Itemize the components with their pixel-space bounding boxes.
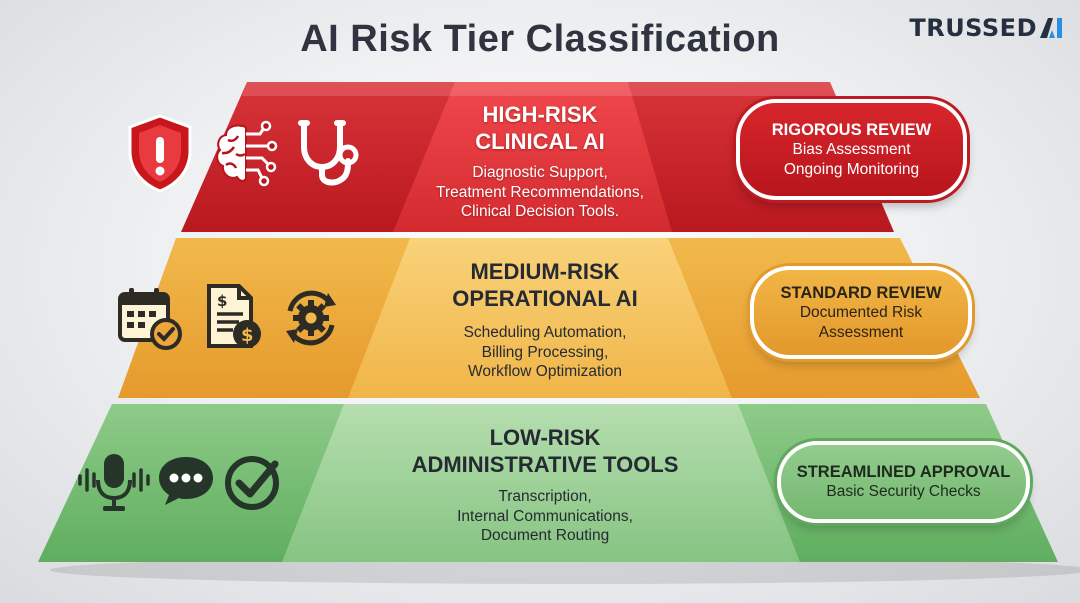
tier-medium-heading: MEDIUM-RISK OPERATIONAL AI <box>400 258 690 312</box>
page-title: AI Risk Tier Classification <box>300 18 780 60</box>
tier-medium-item: Scheduling Automation, <box>463 324 627 341</box>
svg-text:$: $ <box>217 292 227 310</box>
calendar-check-icon <box>118 288 182 350</box>
tier-high-item: Treatment Recommendations, <box>436 183 644 201</box>
review-rigorous-line: Bias Assessment <box>792 140 911 158</box>
review-standard-badge: STANDARD REVIEW Documented Risk Assessme… <box>750 266 972 359</box>
chat-bubble-icon <box>159 457 213 505</box>
tier-medium-items: Scheduling Automation, Billing Processin… <box>400 323 690 382</box>
review-standard-line: Documented Risk <box>799 303 923 321</box>
tier-medium-heading-line2: OPERATIONAL AI <box>452 286 638 311</box>
tier-medium-heading-line1: MEDIUM-RISK <box>470 259 620 284</box>
tier-medium-item: Workflow Optimization <box>468 363 622 380</box>
tier-low-item: Transcription, <box>498 488 592 505</box>
tier-high-heading-line2: CLINICAL AI <box>475 129 605 154</box>
trussed-ai-mark-icon <box>1040 18 1062 38</box>
brand-name: TRUSSED <box>909 14 1037 42</box>
tier-high-heading-line1: HIGH-RISK <box>482 102 598 127</box>
brain-circuit-icon <box>216 120 278 187</box>
gear-sync-icon <box>286 290 336 346</box>
review-rigorous-line: Ongoing Monitoring <box>783 160 920 178</box>
tier-low-heading: LOW-RISK ADMINISTRATIVE TOOLS <box>380 424 710 478</box>
tier-high-items: Diagnostic Support, Treatment Recommenda… <box>400 163 680 222</box>
tier-high-item: Diagnostic Support, <box>472 164 608 181</box>
tier-high-item: Clinical Decision Tools. <box>460 203 620 220</box>
review-standard-line: Assessment <box>818 323 904 341</box>
review-rigorous-heading: RIGOROUS REVIEW <box>771 120 932 139</box>
tier-medium-item: Billing Processing, <box>481 343 609 361</box>
tier-low-item: Document Routing <box>480 527 610 544</box>
review-streamlined-badge: STREAMLINED APPROVAL Basic Security Chec… <box>777 441 1030 523</box>
check-circle-icon <box>225 456 279 510</box>
review-standard-heading: STANDARD REVIEW <box>780 283 942 302</box>
tier-low-heading-line1: LOW-RISK <box>489 425 601 450</box>
tier-low-items: Transcription, Internal Communications, … <box>380 487 710 546</box>
review-streamlined-heading: STREAMLINED APPROVAL <box>796 463 1011 481</box>
tier-low-text: LOW-RISK ADMINISTRATIVE TOOLS Transcript… <box>380 424 710 546</box>
tier-medium-text: MEDIUM-RISK OPERATIONAL AI Scheduling Au… <box>400 258 690 382</box>
review-rigorous-badge: RIGOROUS REVIEW Bias Assessment Ongoing … <box>736 99 967 200</box>
stethoscope-icon <box>298 120 359 186</box>
brand-logo: TRUSSED <box>909 14 1064 42</box>
tier-high-text: HIGH-RISK CLINICAL AI Diagnostic Support… <box>400 101 680 222</box>
review-streamlined-line: Basic Security Checks <box>826 483 981 500</box>
microphone-icon <box>78 454 150 511</box>
svg-text:$: $ <box>241 325 254 346</box>
tier-high-heading: HIGH-RISK CLINICAL AI <box>400 101 680 155</box>
tier-low-heading-line2: ADMINISTRATIVE TOOLS <box>411 452 679 477</box>
tier-high-band <box>181 82 894 232</box>
tier-low-item: Internal Communications, <box>457 507 633 525</box>
invoice-dollar-icon: $ $ <box>207 284 261 348</box>
shield-alert-icon <box>128 114 192 193</box>
